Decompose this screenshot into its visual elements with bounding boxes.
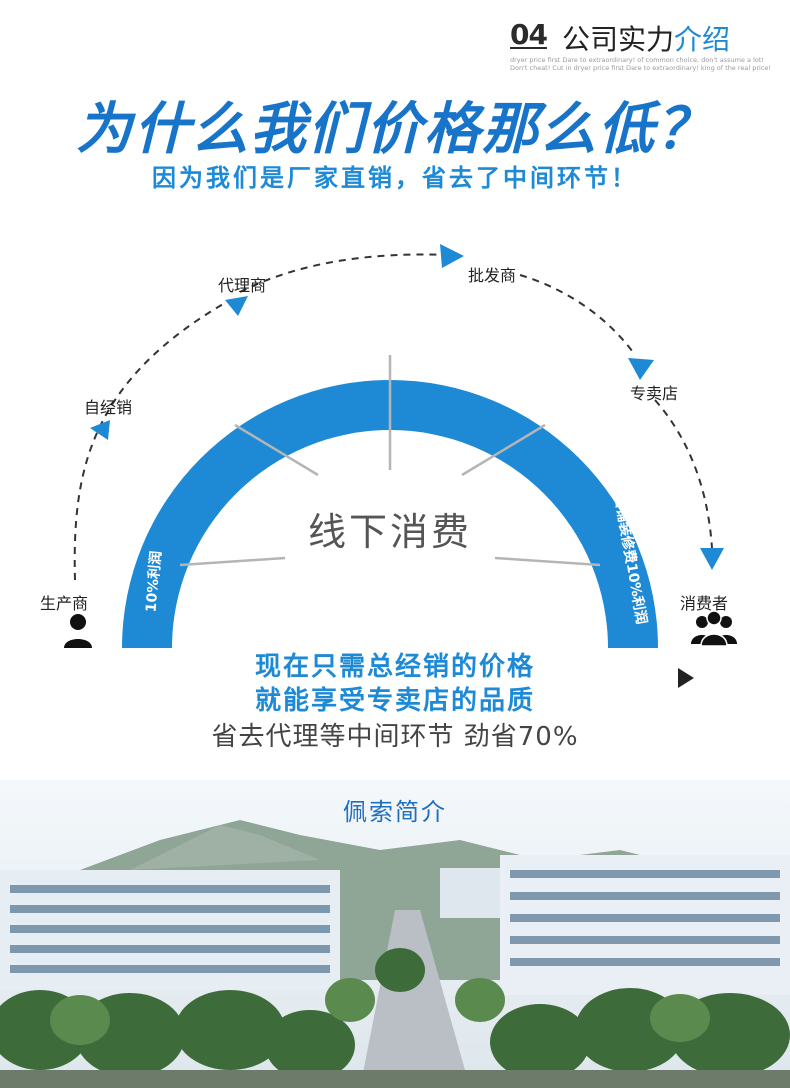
dashed-arc-left [73,299,231,581]
summary-line-2: 就能享受专卖店的品质 [254,686,535,716]
segment-label: 30%利润 [537,377,593,433]
section-title-main: 公司实力 [562,23,675,56]
photo-section-title: 佩索简介 [343,798,447,826]
section-title: 公司实力介绍 [562,18,730,58]
producer-person-icon [64,614,92,648]
dashed-arc-right-top [519,274,636,356]
consumer-group-icon [691,610,737,646]
section-subtitle: dryer price first Dare to extraordinary!… [510,56,772,72]
label-wholesaler: 批发商 [468,266,517,285]
play-triangle-icon [678,668,694,688]
segment-label: 20%利润 [177,389,233,445]
spoke-5 [494,556,601,567]
page-subline: 因为我们是厂家直销，省去了中间环节！ [152,164,638,192]
spoke-1 [179,556,286,567]
factory-photo [0,780,790,1088]
arc-band [122,380,658,648]
summary-line-3: 省去代理等中间环节 劲省70% [211,722,579,752]
label-producer: 生产商 [40,594,89,613]
section-number: 04 [510,18,548,51]
arrow-head-2 [225,296,248,316]
page-headline: 为什么我们价格那么低？ [76,97,714,162]
dashed-arc-top [239,253,451,293]
spoke-2 [234,423,319,477]
center-label: 线下消费 [308,510,472,554]
label-agent: 代理商 [218,276,267,295]
section-title-accent: 介绍 [674,23,731,56]
label-store: 专卖店 [630,384,679,403]
arrow-head-1 [90,420,110,440]
segment-label: 10%利润 [142,550,164,613]
summary-line-1: 现在只需总经销的价格 [254,652,535,682]
arrow-head-5 [700,548,724,570]
spoke-4 [461,423,546,477]
dashed-arc-right [654,399,713,549]
label-consumer: 消费者 [680,594,729,613]
arrow-head-3 [440,244,464,268]
label-self-dealer: 自经销 [84,398,133,417]
price-chain-diagram: 10%利润 20%利润 10%广告费 30%利润 店铺装修费10%利润 线下消费 [73,244,724,648]
segment-label: 10%广告费 [352,319,428,336]
arrow-head-4 [628,358,654,380]
